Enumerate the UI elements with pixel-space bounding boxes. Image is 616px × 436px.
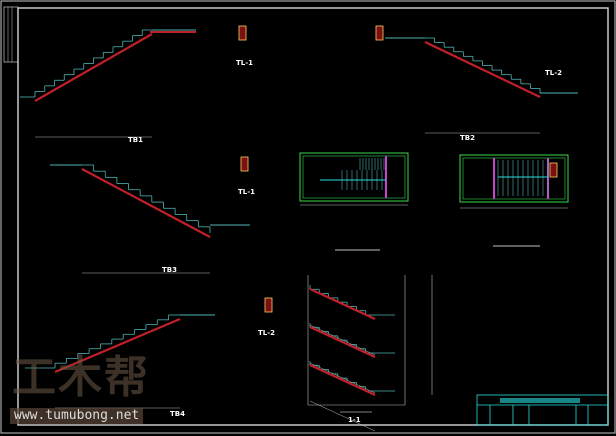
stair-slab — [309, 364, 376, 396]
stair-slab — [54, 317, 181, 374]
plan-treads — [320, 158, 549, 196]
dimension-line — [309, 400, 376, 432]
title-block — [476, 394, 609, 426]
stair-plan-1 — [299, 152, 409, 251]
stair-slab — [424, 41, 541, 98]
label-tl2: TL-2 — [545, 69, 562, 77]
stair-slab — [309, 288, 376, 320]
watermark-logo: 工木帮 — [12, 352, 150, 403]
label-tb1: TB1 — [128, 136, 143, 144]
label-tl1: TL-1 — [236, 59, 253, 67]
beam-details — [238, 25, 558, 313]
label-section: 1-1 — [348, 416, 361, 424]
label-tl4: TL-2 — [258, 329, 275, 337]
watermark-url: www.tumubong.net — [10, 408, 144, 424]
label-tl3: TL-1 — [238, 188, 255, 196]
label-tb2: TB2 — [460, 134, 475, 142]
stair-slab — [309, 326, 376, 358]
stair-slab — [81, 168, 211, 238]
section-1-1 — [307, 275, 433, 413]
label-tb4: TB4 — [170, 410, 185, 418]
stair-slab — [34, 33, 153, 102]
stair-sections — [20, 29, 578, 432]
label-tb3: TB3 — [162, 266, 177, 274]
drawing-labels: TB1 TB2 TB3 TB4 TL-1 TL-2 TL-1 TL-2 1-1 — [128, 59, 562, 424]
